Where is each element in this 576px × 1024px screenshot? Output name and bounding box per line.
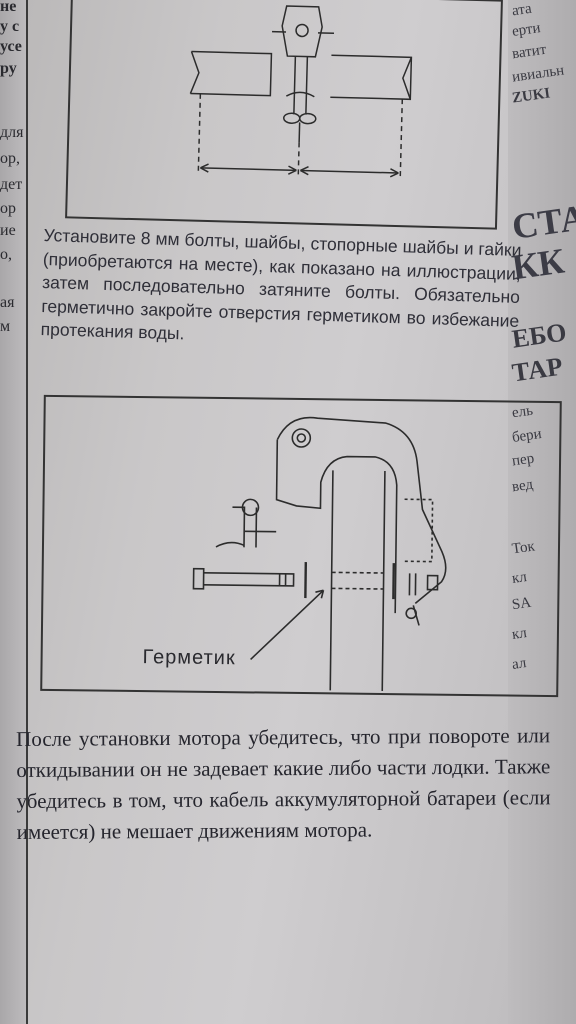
right-fragment: СТА: [509, 197, 576, 247]
right-fragment: ЕБО: [510, 317, 569, 354]
left-fragment: у с: [0, 18, 20, 35]
left-fragment: для: [0, 124, 24, 141]
left-fragment: ие: [0, 222, 16, 239]
right-fragment: ата: [510, 0, 533, 20]
instruction-paragraph-bolts: Установите 8 мм болты, шайбы, стопорные …: [40, 224, 522, 344]
figure-clamp-bracket-sealant: Герметик: [40, 394, 562, 698]
left-fragment: ая: [0, 294, 15, 311]
right-fragment: ТАР: [510, 351, 565, 388]
sealant-label: Герметик: [142, 646, 236, 670]
right-page-edge: ата ерти ватит ивиальн ZUKI СТА КК ЕБО Т…: [508, 0, 576, 1024]
instruction-paragraph-check: После установки мотора убедитесь, что пр…: [16, 723, 551, 844]
right-fragment: ивиальн: [511, 62, 566, 86]
left-fragment: не: [0, 0, 17, 15]
left-fragment: ор: [0, 200, 16, 217]
left-fragment: ру: [0, 60, 17, 77]
right-fragment: ерти: [511, 20, 542, 40]
left-page-edge: не у с усе ру для ор, дет ор ие о, ая м: [0, 0, 28, 1024]
right-fragment: ватит: [511, 41, 548, 63]
left-fragment: усе: [0, 38, 22, 55]
right-fragment: ZUKI: [511, 85, 552, 107]
manual-page: Установите 8 мм болты, шайбы, стопорные …: [16, 0, 562, 1024]
figure-motor-top-view: [65, 0, 503, 230]
outboard-motor-top-view-icon: [189, 5, 413, 180]
left-fragment: о,: [0, 246, 12, 263]
left-fragment: м: [0, 318, 11, 335]
left-fragment: дет: [0, 176, 23, 193]
left-fragment: ор,: [0, 150, 20, 167]
clamp-bracket-diagram: [192, 416, 447, 692]
